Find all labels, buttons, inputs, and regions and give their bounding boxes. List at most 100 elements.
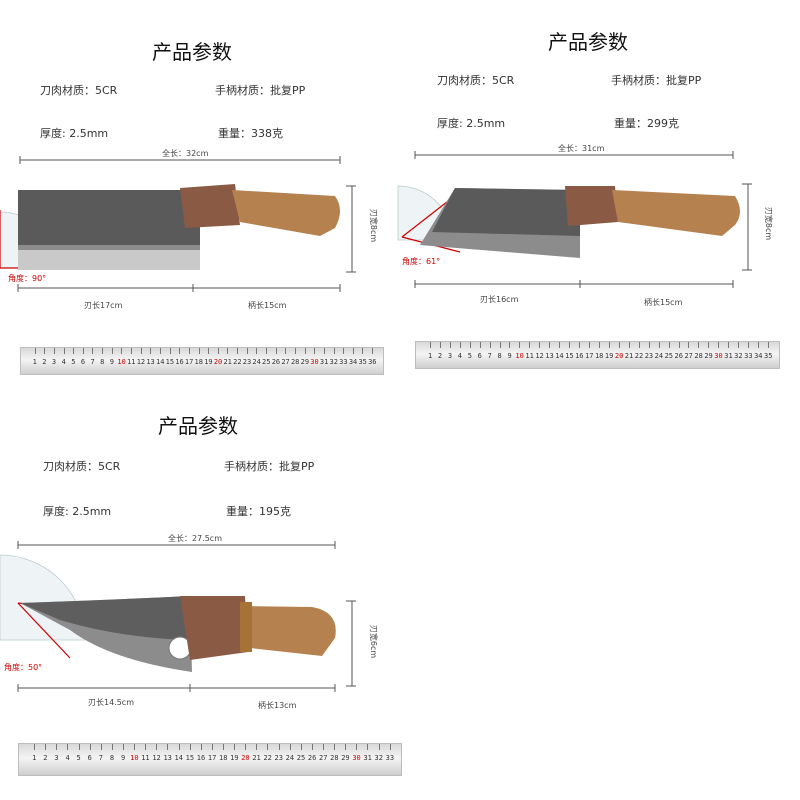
ruler-tick xyxy=(718,342,720,348)
weight: 重量：299克 xyxy=(614,117,679,130)
ruler-number: 22 xyxy=(634,352,644,360)
ruler-tick xyxy=(539,342,541,348)
ruler-tick xyxy=(245,744,247,750)
ruler-number: 14 xyxy=(155,358,165,366)
ruler-number: 5 xyxy=(71,358,76,366)
ruler-number: 9 xyxy=(109,358,114,366)
ruler-number: 34 xyxy=(348,358,358,366)
ruler-tick xyxy=(569,342,571,348)
blade-length-label: 刃长14.5cm xyxy=(88,698,135,707)
ruler-number: 31 xyxy=(319,358,329,366)
ruler-number: 29 xyxy=(300,358,310,366)
ruler-tick xyxy=(429,342,431,348)
ruler-number: 29 xyxy=(704,352,713,360)
ruler-tick xyxy=(300,744,302,750)
ruler-tick xyxy=(34,348,36,354)
ruler-tick xyxy=(439,342,441,348)
ruler-number: 5 xyxy=(76,754,81,762)
ruler-number: 22 xyxy=(263,754,272,762)
ruler-number: 3 xyxy=(447,352,453,360)
ruler-tick xyxy=(111,744,113,750)
ruler-number: 23 xyxy=(274,754,283,762)
blade-material: 刀肉材质：5CR xyxy=(40,84,118,97)
ruler-number: 4 xyxy=(61,358,66,366)
ruler-number: 15 xyxy=(185,754,195,762)
ruler-tick xyxy=(311,744,313,750)
ruler-tick xyxy=(34,744,36,750)
ruler-tick xyxy=(234,744,236,750)
ruler-number: 17 xyxy=(184,358,194,366)
ruler-tick xyxy=(519,342,521,348)
ruler-number: 3 xyxy=(51,358,57,366)
ruler-tick xyxy=(529,342,531,348)
ruler-tick xyxy=(768,342,770,348)
thickness: 厚度: 2.5mm xyxy=(40,127,109,140)
ruler-number: 22 xyxy=(233,358,242,366)
ruler-number: 24 xyxy=(654,352,664,360)
ruler-tick xyxy=(111,348,113,354)
ruler-tick xyxy=(459,342,461,348)
blade-width-label: 刃宽6cm xyxy=(369,624,379,659)
ruler-number: 26 xyxy=(307,754,317,762)
ruler-tick xyxy=(123,744,124,750)
ruler-number: 27 xyxy=(319,754,328,762)
ruler-number: 33 xyxy=(744,352,753,360)
weight: 重量：338克 xyxy=(218,127,283,140)
ruler-tick xyxy=(698,342,700,348)
ruler-number: 18 xyxy=(194,358,203,366)
ruler-tick xyxy=(285,348,287,354)
handle-material: 手柄材质：批复PP xyxy=(611,74,702,87)
ruler-number: 21 xyxy=(252,754,261,762)
ruler-number: 16 xyxy=(196,754,206,762)
knife-2-drawing xyxy=(397,151,752,288)
ruler-number: 30 xyxy=(310,358,319,366)
ruler-tick xyxy=(345,744,347,750)
ruler-number: 20 xyxy=(213,358,223,366)
ruler-number: 2 xyxy=(43,754,48,762)
ruler-number: 32 xyxy=(374,754,383,762)
ruler-tick xyxy=(150,348,152,354)
ruler-tick xyxy=(668,342,670,348)
ruler-tick xyxy=(73,348,75,354)
handle-material: 手柄材质：批复PP xyxy=(215,84,306,97)
handle-length-label: 柄长15cm xyxy=(248,301,287,310)
ruler-tick xyxy=(479,342,481,348)
ruler-number: 6 xyxy=(477,352,482,360)
blade-material: 刀肉材质：5CR xyxy=(437,74,515,87)
ruler-tick xyxy=(237,348,239,354)
ruler-number: 21 xyxy=(624,352,634,360)
ruler-tick xyxy=(131,348,133,354)
ruler-number: 6 xyxy=(87,754,92,762)
ruler-number: 8 xyxy=(497,352,502,360)
ruler-number: 9 xyxy=(507,352,512,360)
ruler-tick xyxy=(314,348,316,354)
ruler-number: 35 xyxy=(764,352,773,360)
ruler-number: 13 xyxy=(163,754,172,762)
ruler-tick xyxy=(92,348,94,354)
ruler-tick xyxy=(618,342,620,348)
ruler-tick xyxy=(489,342,491,348)
ruler-number: 1 xyxy=(32,754,37,762)
ruler-number: 12 xyxy=(535,352,544,360)
ruler-tick xyxy=(169,348,171,354)
ruler-number: 23 xyxy=(242,358,252,366)
ruler-number: 35 xyxy=(358,358,367,366)
total-length-label: 全长：27.5cm xyxy=(168,534,223,543)
ruler-tick xyxy=(378,744,380,750)
ruler-number: 28 xyxy=(330,754,339,762)
ruler-tick xyxy=(121,348,123,354)
ruler-number: 4 xyxy=(457,352,462,360)
ruler-number: 9 xyxy=(121,754,126,762)
ruler-number: 31 xyxy=(363,754,372,762)
ruler-number: 8 xyxy=(109,754,115,762)
ruler-number: 16 xyxy=(175,358,184,366)
ruler-tick xyxy=(189,744,191,750)
ruler-tick xyxy=(323,348,325,354)
ruler-tick xyxy=(200,744,202,750)
ruler-tick xyxy=(304,348,306,354)
ruler-number: 32 xyxy=(329,358,338,366)
ruler-tick xyxy=(140,348,142,354)
ruler-tick xyxy=(78,744,80,750)
